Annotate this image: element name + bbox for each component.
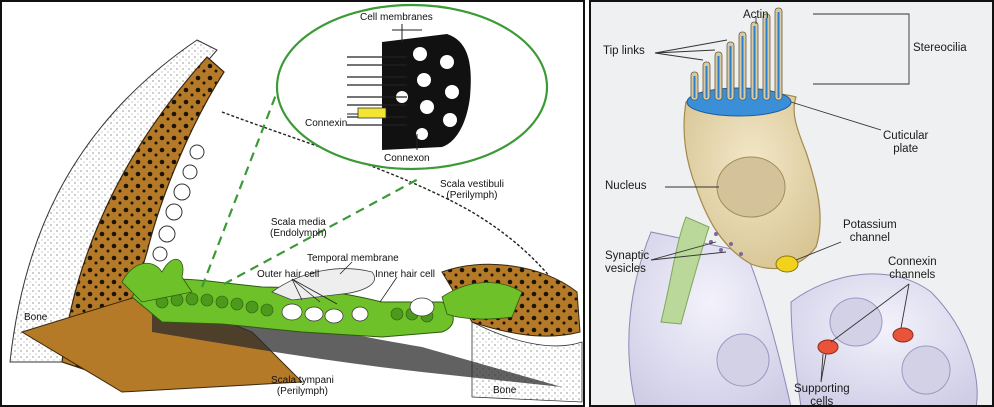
label-bone-right: Bone xyxy=(493,385,516,396)
label-cuticular-plate: Cuticular plate xyxy=(883,130,928,156)
label-supporting-cells-line2: cells xyxy=(794,396,850,407)
label-connexin-channels: Connexin channels xyxy=(888,256,937,282)
label-actin: Actin xyxy=(743,9,769,22)
label-synaptic-vesicles-line2: vesicles xyxy=(605,263,649,276)
label-inner-hair-cell: Inner hair cell xyxy=(375,269,435,280)
label-scala-vestibuli-title: Scala vestibuli xyxy=(440,179,504,190)
label-synaptic-vesicles-line1: Synaptic xyxy=(605,250,649,263)
cell-nucleus xyxy=(717,157,785,217)
label-temporal-membrane: Temporal membrane xyxy=(307,253,399,264)
cochlea-diagram-panel: Cell membranes Connexin Connexon Scala v… xyxy=(0,0,585,407)
label-scala-tympani: Scala tympani (Perilymph) xyxy=(271,375,334,397)
label-supporting-cells-line1: Supporting xyxy=(794,383,850,396)
cochlea-illustration xyxy=(2,2,585,407)
connexin-channel-2 xyxy=(893,328,913,342)
label-connexin-channels-line1: Connexin xyxy=(888,256,937,269)
label-outer-hair-cell: Outer hair cell xyxy=(257,269,319,280)
label-synaptic-vesicles: Synaptic vesicles xyxy=(605,250,649,276)
potassium-channel-shape xyxy=(776,256,798,272)
label-potassium-channel-line2: channel xyxy=(843,232,897,245)
label-scala-media-sub: (Endolymph) xyxy=(270,228,327,239)
label-tip-links: Tip links xyxy=(603,45,645,58)
supporting-nucleus-2 xyxy=(830,298,882,346)
label-connexin: Connexin xyxy=(305,118,347,129)
label-cell-membranes: Cell membranes xyxy=(360,12,433,23)
label-cuticular-plate-line1: Cuticular xyxy=(883,130,928,143)
label-connexon: Connexon xyxy=(384,153,430,164)
label-scala-tympani-title: Scala tympani xyxy=(271,375,334,386)
label-supporting-cells: Supporting cells xyxy=(794,383,850,407)
zoom-line-1 xyxy=(202,92,277,287)
label-scala-vestibuli-sub: (Perilymph) xyxy=(440,190,504,201)
supporting-nucleus-3 xyxy=(902,346,950,394)
connexin-channel-1 xyxy=(818,340,838,354)
label-scala-vestibuli: Scala vestibuli (Perilymph) xyxy=(440,179,504,201)
label-scala-media: Scala media (Endolymph) xyxy=(270,217,327,239)
label-potassium-channel-line1: Potassium xyxy=(843,219,897,232)
label-cuticular-plate-line2: plate xyxy=(883,143,928,156)
label-stereocilia: Stereocilia xyxy=(913,42,967,55)
supporting-nucleus-1 xyxy=(717,334,769,386)
label-potassium-channel: Potassium channel xyxy=(843,219,897,245)
label-scala-tympani-sub: (Perilymph) xyxy=(271,386,334,397)
hair-cell-diagram-panel: Actin Tip links Stereocilia Cuticular pl… xyxy=(589,0,994,407)
label-scala-media-title: Scala media xyxy=(270,217,327,228)
label-connexin-channels-line2: channels xyxy=(888,269,937,282)
hair-cell-illustration xyxy=(591,2,994,407)
label-bone-left: Bone xyxy=(24,312,47,323)
label-nucleus: Nucleus xyxy=(605,180,647,193)
